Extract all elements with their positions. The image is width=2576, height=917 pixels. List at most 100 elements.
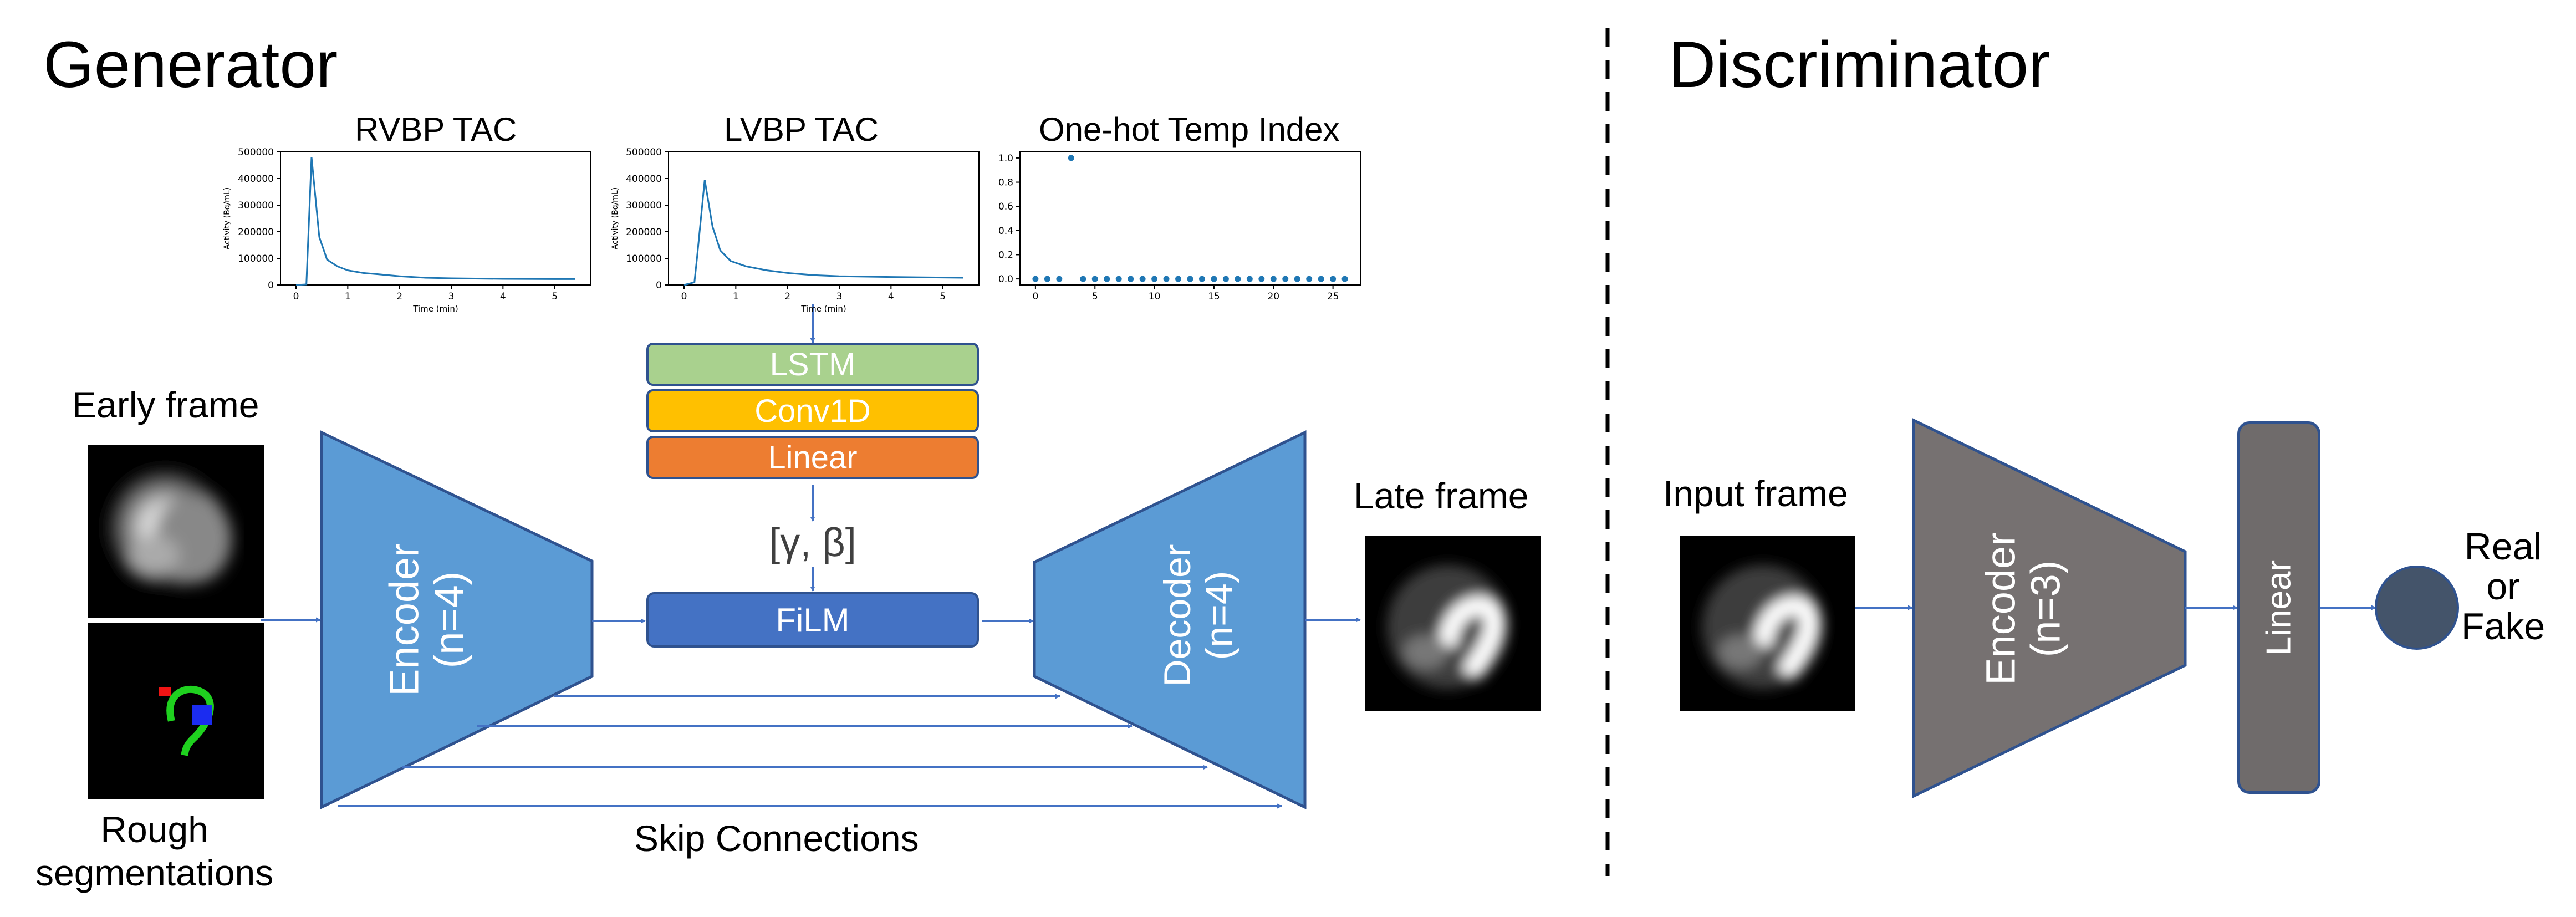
late-frame-label: Late frame xyxy=(1354,475,1529,516)
scatter-point-2-15 xyxy=(1211,276,1217,282)
y-tick-label-0-0: 0 xyxy=(268,280,274,291)
scatter-point-2-19 xyxy=(1258,276,1265,282)
late-frame-image xyxy=(1365,536,1541,711)
x-tick-label-0-1: 1 xyxy=(345,291,351,302)
scatter-point-2-9 xyxy=(1139,276,1146,282)
x-tick-label-1-1: 1 xyxy=(733,291,739,302)
x-tick-label-2-2: 10 xyxy=(1149,291,1161,302)
y-tick-label-1-0: 0 xyxy=(656,280,662,291)
section-divider xyxy=(1605,28,1610,876)
scatter-point-2-8 xyxy=(1128,276,1134,282)
x-tick-label-0-0: 0 xyxy=(293,291,299,302)
conv1d-layer: Conv1D xyxy=(646,389,979,432)
x-tick-label-2-3: 15 xyxy=(1208,291,1220,302)
y-tick-label-0-5: 500000 xyxy=(238,147,274,158)
film-block: FiLM xyxy=(646,592,979,648)
discriminator-encoder-block xyxy=(1912,418,2187,798)
scatter-point-2-18 xyxy=(1246,276,1253,282)
y-tick-label-0-4: 400000 xyxy=(238,174,274,185)
x-tick-label-1-5: 5 xyxy=(940,291,946,302)
x-tick-label-1-0: 0 xyxy=(681,291,687,302)
scatter-point-2-13 xyxy=(1187,276,1193,282)
y-tick-label-2-3: 0.6 xyxy=(998,201,1013,212)
scatter-point-2-26 xyxy=(1341,276,1348,282)
y-tick-label-2-5: 1.0 xyxy=(998,153,1013,164)
rough-segmentation-image xyxy=(88,623,264,799)
x-tick-label-0-3: 3 xyxy=(448,291,455,302)
plot-frame-1 xyxy=(668,151,980,286)
y-tick-label-1-3: 300000 xyxy=(626,200,662,211)
x-tick-label-0-2: 2 xyxy=(396,291,402,302)
discriminator-linear-block xyxy=(2237,421,2320,794)
scatter-point-2-20 xyxy=(1270,276,1277,282)
scatter-point-2-14 xyxy=(1198,276,1205,282)
x-axis-label-1: Time (min) xyxy=(800,304,846,312)
x-tick-label-2-4: 20 xyxy=(1267,291,1279,302)
scatter-point-2-7 xyxy=(1115,276,1122,282)
scatter-point-2-11 xyxy=(1163,276,1170,282)
scatter-point-2-12 xyxy=(1175,276,1182,282)
scatter-point-2-10 xyxy=(1151,276,1158,282)
discriminator-title: Discriminator xyxy=(1669,28,2050,101)
plot-frame-2 xyxy=(1019,151,1361,286)
y-tick-label-1-4: 400000 xyxy=(626,174,662,185)
rvbp-tac-chart: 0 1 2 3 4 5 0 100000 200000 300000 400000 500000Tim… xyxy=(223,147,591,312)
scatter-point-2-25 xyxy=(1330,276,1337,282)
plot-frame-0 xyxy=(280,151,591,286)
scatter-point-2-17 xyxy=(1235,276,1241,282)
y-axis-label-0: Activity (Bq/mL) xyxy=(223,187,232,249)
input-frame-image xyxy=(1680,536,1855,711)
generator-title: Generator xyxy=(43,28,338,101)
scatter-point-2-6 xyxy=(1104,276,1110,282)
lvbp-tac-chart: 0 1 2 3 4 5 0 100000 200000 300000 400000 500000Tim… xyxy=(611,147,980,312)
y-tick-label-2-4: 0.8 xyxy=(998,177,1013,189)
film-params-label: [γ, β] xyxy=(769,521,856,565)
y-tick-label-1-1: 100000 xyxy=(626,253,662,264)
x-tick-label-2-5: 25 xyxy=(1327,291,1339,302)
linear-layer: Linear xyxy=(646,436,979,479)
y-tick-label-2-1: 0.2 xyxy=(998,249,1013,261)
generator-encoder-block xyxy=(320,430,594,809)
lstm-layer: LSTM xyxy=(646,343,979,386)
y-tick-label-0-1: 100000 xyxy=(238,253,274,264)
x-axis-label-0: Time (min) xyxy=(412,304,458,312)
y-tick-label-1-2: 200000 xyxy=(626,227,662,238)
scatter-point-2-2 xyxy=(1056,276,1063,282)
scatter-point-2-22 xyxy=(1294,276,1300,282)
scatter-point-2-21 xyxy=(1282,276,1289,282)
x-tick-label-0-5: 5 xyxy=(552,291,558,302)
chart-title-rvbp: RVBP TAC xyxy=(355,111,517,148)
x-tick-label-1-3: 3 xyxy=(836,291,843,302)
x-tick-label-1-2: 2 xyxy=(784,291,790,302)
scatter-point-2-24 xyxy=(1318,276,1324,282)
early-frame-image xyxy=(88,445,264,618)
generator-decoder-block xyxy=(1033,430,1307,809)
scatter-point-2-3 xyxy=(1068,155,1074,161)
x-tick-label-1-4: 4 xyxy=(888,291,894,302)
discriminator-encoder-label: Encoder(n=3) xyxy=(1977,532,2069,685)
chart-title-lvbp: LVBP TAC xyxy=(724,111,879,148)
y-tick-label-1-5: 500000 xyxy=(626,147,662,158)
scatter-point-2-0 xyxy=(1032,276,1039,282)
scatter-point-2-4 xyxy=(1080,276,1086,282)
scatter-point-2-16 xyxy=(1222,276,1229,282)
series-line-1 xyxy=(683,180,964,286)
y-tick-label-0-3: 300000 xyxy=(238,200,274,211)
x-tick-label-2-1: 5 xyxy=(1092,291,1098,302)
scatter-point-2-23 xyxy=(1306,276,1313,282)
series-line-0 xyxy=(295,157,575,286)
x-tick-label-0-4: 4 xyxy=(500,291,506,302)
x-tick-label-2-0: 0 xyxy=(1032,291,1038,302)
input-frame-label: Input frame xyxy=(1663,473,1848,514)
y-tick-label-0-2: 200000 xyxy=(238,227,274,238)
real-fake-output-node xyxy=(2375,566,2459,650)
y-tick-label-2-2: 0.4 xyxy=(998,226,1013,237)
y-axis-label-1: Activity (Bq/mL) xyxy=(611,187,620,249)
scatter-point-2-5 xyxy=(1091,276,1098,282)
early-frame-label: Early frame xyxy=(72,384,259,425)
generator-encoder-label: Encoder(n=4) xyxy=(381,543,472,696)
